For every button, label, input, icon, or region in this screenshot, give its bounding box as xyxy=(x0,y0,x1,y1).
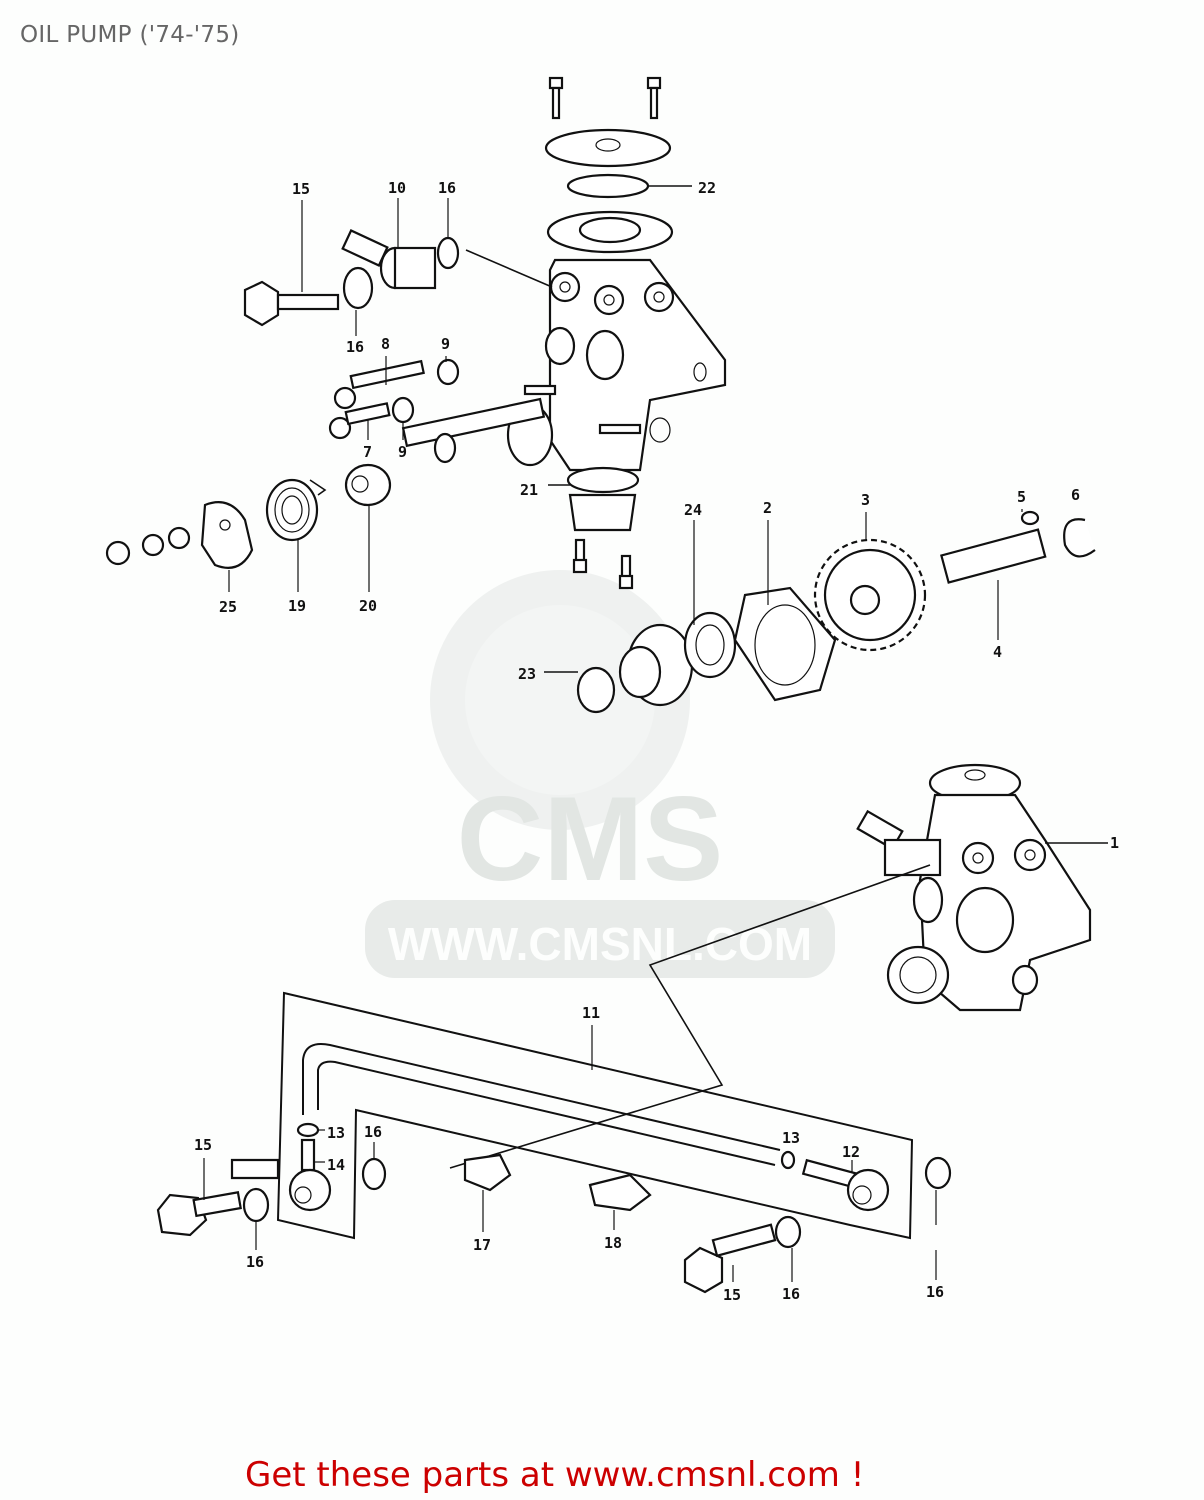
callout-22: 22 xyxy=(698,179,716,197)
callout-16-left: 16 xyxy=(246,1253,264,1271)
screws-7-8 xyxy=(328,356,460,440)
callout-9: 9 xyxy=(441,335,450,353)
callout-18: 18 xyxy=(604,1234,622,1252)
callout-12: 12 xyxy=(842,1143,860,1161)
callout-13: 13 xyxy=(327,1124,345,1142)
callout-6: 6 xyxy=(1071,486,1080,504)
seal-21-group xyxy=(548,466,640,590)
pump-cover-group xyxy=(544,76,692,199)
pump-body-upper xyxy=(465,210,727,472)
callout-16-mid: 16 xyxy=(364,1123,382,1141)
callout-3: 3 xyxy=(861,491,870,509)
callout-4: 4 xyxy=(993,643,1002,661)
callout-8: 8 xyxy=(381,335,390,353)
callout-16-upper: 16 xyxy=(346,338,364,356)
page-title: OIL PUMP ('74-'75) xyxy=(20,22,240,48)
callout-16-right: 16 xyxy=(926,1283,944,1301)
lower-left-mechanism xyxy=(105,463,392,592)
cms-watermark: CMS WWW.CMSNL.COM xyxy=(365,570,835,978)
callout-16-bottom: 16 xyxy=(782,1285,800,1303)
drive-gear-group xyxy=(544,509,1096,714)
callout-19: 19 xyxy=(288,597,306,615)
callout-2: 2 xyxy=(763,499,772,517)
oil-pipe-assembly xyxy=(156,991,952,1294)
footer-link[interactable]: Get these parts at www.cmsnl.com ! xyxy=(245,1455,865,1495)
callout-23: 23 xyxy=(518,665,536,683)
callout-9-lower: 9 xyxy=(398,443,407,461)
callout-13-right: 13 xyxy=(782,1129,800,1147)
callout-labels: 1 2 3 4 5 6 7 8 9 9 10 11 12 13 13 14 15… xyxy=(194,179,1119,1304)
callout-17: 17 xyxy=(473,1236,491,1254)
upper-left-fittings xyxy=(243,198,460,336)
callout-16: 16 xyxy=(438,179,456,197)
callout-21: 21 xyxy=(520,481,538,499)
callout-24: 24 xyxy=(684,501,702,519)
callout-15-bottom: 15 xyxy=(723,1286,741,1304)
watermark-url: WWW.CMSNL.COM xyxy=(388,918,812,970)
plunger-shaft xyxy=(401,397,546,464)
callout-15: 15 xyxy=(292,180,310,198)
callout-25: 25 xyxy=(219,598,237,616)
callout-20: 20 xyxy=(359,597,377,615)
watermark-logo: CMS xyxy=(457,772,724,906)
callout-15-left: 15 xyxy=(194,1136,212,1154)
callout-1: 1 xyxy=(1110,834,1119,852)
callout-11: 11 xyxy=(582,1004,600,1022)
callout-5: 5 xyxy=(1017,488,1026,506)
assembled-oil-pump xyxy=(449,763,1108,1169)
callout-14: 14 xyxy=(327,1156,345,1174)
callout-10: 10 xyxy=(388,179,406,197)
callout-7: 7 xyxy=(363,443,372,461)
